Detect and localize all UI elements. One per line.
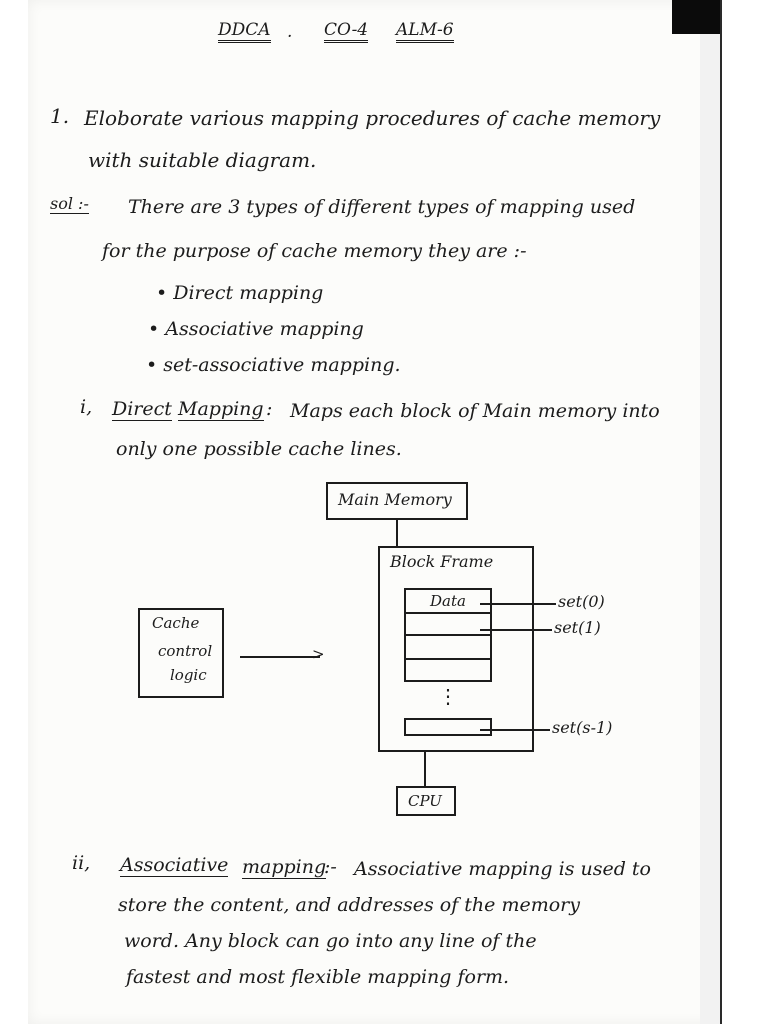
main-memory-box: Main Memory (326, 482, 468, 520)
header-subject: DDCA (218, 22, 271, 43)
header-unit: CO-4 (324, 22, 369, 43)
page-edge (700, 34, 720, 1024)
frame-to-cpu-line (424, 752, 426, 786)
control-arrow-head: > (312, 645, 325, 663)
set1-pointer-line (480, 629, 552, 631)
block-row-divider-2 (404, 634, 492, 636)
solution-label: sol :- (50, 194, 89, 214)
question-line-2: with suitable diagram. (88, 148, 317, 172)
set0-pointer-line (480, 603, 556, 605)
main-memory-label: Main Memory (338, 490, 452, 509)
cache-control-line-3: logic (170, 666, 207, 684)
set-last-pointer-line (480, 729, 550, 731)
cpu-box: CPU (396, 786, 456, 816)
cache-control-logic-box: Cache control logic (138, 608, 224, 698)
last-block-row (404, 718, 492, 736)
direct-colon: : (266, 398, 273, 420)
question-number: 1. (50, 104, 70, 128)
associative-line-4: fastest and most flexible mapping form. (126, 966, 510, 988)
cache-control-line-2: control (158, 642, 213, 660)
set-last-label: set(s-1) (552, 718, 613, 737)
vertical-ellipsis: ⋮ (438, 684, 458, 708)
direct-title-a: Direct (112, 398, 172, 421)
question-line-1: Eloborate various mapping procedures of … (84, 106, 661, 130)
bullet-set-associative-mapping: • set-associative mapping. (146, 354, 401, 376)
associative-separator: :- (324, 856, 337, 878)
direct-line-2: only one possible cache lines. (116, 438, 402, 460)
direct-line-1: Maps each block of Main memory into (290, 400, 660, 422)
solution-line-1: There are 3 types of different types of … (128, 196, 636, 218)
associative-number: ii, (72, 852, 91, 874)
cache-control-line-1: Cache (152, 614, 200, 632)
block-frame-label: Block Frame (390, 552, 494, 571)
set1-label: set(1) (554, 618, 601, 637)
direct-title-b: Mapping (178, 398, 264, 421)
bullet-associative-mapping: • Associative mapping (148, 318, 364, 340)
block-frame-box: Block Frame (378, 546, 534, 752)
direct-number: i, (80, 396, 93, 418)
bullet-direct-mapping: • Direct mapping (156, 282, 324, 304)
associative-line-1: Associative mapping is used to (354, 858, 651, 880)
notebook-page: DDCA . CO-4 ALM-6 1. Eloborate various m… (28, 0, 722, 1024)
control-arrow-shaft (240, 656, 320, 658)
set0-label: set(0) (558, 592, 605, 611)
associative-title-a: Associative (120, 854, 229, 877)
header-dot: . (287, 22, 293, 42)
block-row-divider-1 (404, 612, 492, 614)
cpu-label: CPU (408, 792, 442, 810)
associative-line-2: store the content, and addresses of the … (118, 894, 580, 916)
associative-line-3: word. Any block can go into any line of … (124, 930, 537, 952)
page-corner-shadow (672, 0, 720, 34)
associative-title-b: mapping (242, 856, 327, 879)
header-alm: ALM-6 (396, 22, 454, 43)
memory-to-frame-line (396, 520, 398, 546)
data-label: Data (430, 592, 466, 610)
solution-line-2: for the purpose of cache memory they are… (102, 240, 527, 262)
block-row-divider-3 (404, 658, 492, 660)
